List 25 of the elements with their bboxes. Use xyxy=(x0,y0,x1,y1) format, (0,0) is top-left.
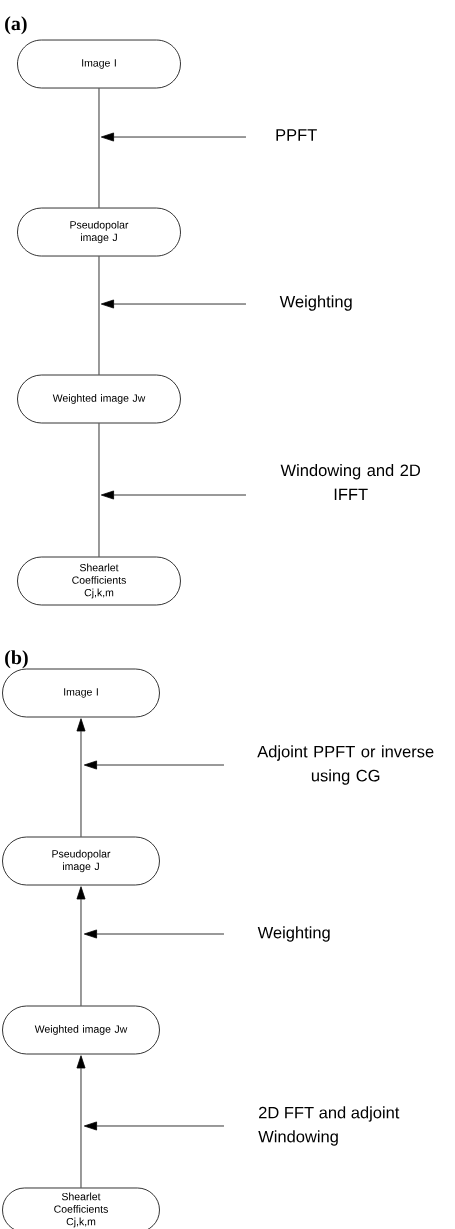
stadium-box: Shearlet Coefficients Cj,k,m xyxy=(17,556,181,606)
panel-label: (a) xyxy=(5,16,27,35)
arrow xyxy=(83,760,225,770)
stadium-box: Image I xyxy=(17,39,181,89)
step-label: Weighting xyxy=(279,295,352,311)
step-label: PPFT xyxy=(276,129,317,141)
step-label: Windowing and 2D IFFT xyxy=(280,464,420,500)
arrow xyxy=(100,132,247,142)
panel-label: (b) xyxy=(5,650,28,669)
arrow xyxy=(83,1121,225,1131)
stadium-box: Shearlet Coefficients Cj,k,m xyxy=(2,1187,160,1229)
arrow xyxy=(76,886,86,1006)
arrow xyxy=(100,299,247,309)
arrow xyxy=(100,490,247,500)
stadium-box: Pseudopolar image J xyxy=(17,207,181,257)
step-label: 2D FFT and adjoint Windowing xyxy=(258,1106,400,1146)
arrow xyxy=(76,718,86,837)
stadium-box: Pseudopolar image J xyxy=(2,836,160,886)
stadium-box: Image I xyxy=(2,668,160,718)
stadium-box: Weighted image Jw xyxy=(17,374,181,424)
arrow xyxy=(76,1055,86,1188)
arrow xyxy=(83,929,225,939)
stadium-box: Weighted image Jw xyxy=(2,1005,160,1055)
step-label: Adjoint PPFT or inverse using CG xyxy=(257,745,434,785)
step-label: Weighting xyxy=(257,926,330,942)
